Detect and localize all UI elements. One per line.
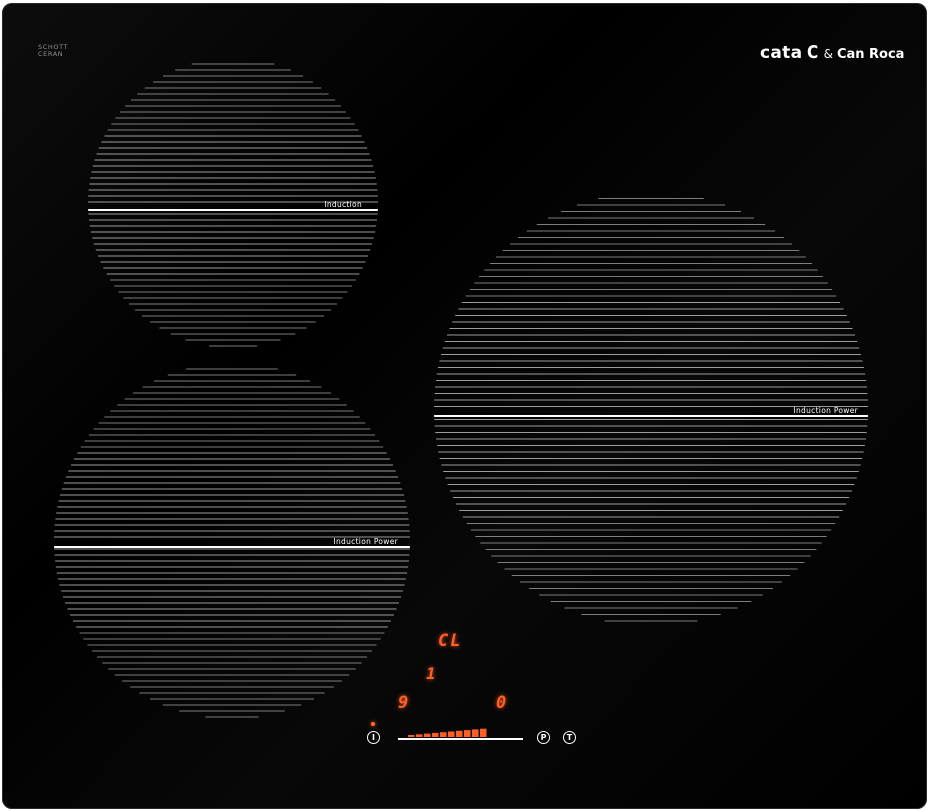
- display-code: CL: [438, 631, 463, 651]
- boost-p-button[interactable]: P: [537, 731, 550, 744]
- slider-level-bar: [408, 735, 415, 737]
- timer-icon[interactable]: T: [563, 731, 576, 744]
- power-icon[interactable]: I: [367, 731, 380, 744]
- schott-text: SCHOTT: [38, 43, 69, 51]
- display-zone-level-right: 0: [496, 693, 507, 713]
- zone-label-right: Induction Power: [793, 406, 858, 415]
- power-slider[interactable]: [398, 738, 523, 740]
- zone-right[interactable]: [434, 198, 868, 622]
- power-indicator-led: [371, 722, 375, 726]
- brand-cata-mark: C: [807, 42, 819, 63]
- slider-level-bar: [424, 733, 431, 737]
- power-symbol: I: [372, 733, 375, 742]
- slider-level-bar: [416, 734, 423, 737]
- timer-label: T: [566, 733, 573, 742]
- zone-label-top-left: Induction: [324, 200, 362, 209]
- display-zone-level-left: 9: [398, 693, 409, 713]
- boost-p-label: P: [540, 733, 547, 742]
- slider-level-bar: [440, 732, 447, 737]
- slider-level-bar: [480, 728, 487, 737]
- brand-cata: cata: [760, 43, 803, 63]
- slider-level-bar: [448, 731, 455, 737]
- ceran-text: CERAN: [38, 50, 64, 58]
- cooking-zones: [54, 63, 868, 718]
- zone-label-bottom-left: Induction Power: [333, 537, 398, 546]
- schott-ceran-logo: SCHOTT CERAN: [38, 44, 68, 58]
- zone-top-left[interactable]: [88, 63, 378, 347]
- slider-level-bar: [464, 730, 471, 737]
- slider-level-bar: [432, 732, 439, 737]
- display-zone-level-top: 1: [426, 664, 436, 683]
- slider-level-bar: [456, 730, 463, 737]
- slider-level-bar: [472, 729, 479, 737]
- zone-bottom-left[interactable]: [54, 368, 410, 718]
- power-slider-level: [408, 728, 487, 737]
- brand-amp: &: [823, 47, 833, 61]
- brand-can-roca: Can Roca: [836, 47, 905, 62]
